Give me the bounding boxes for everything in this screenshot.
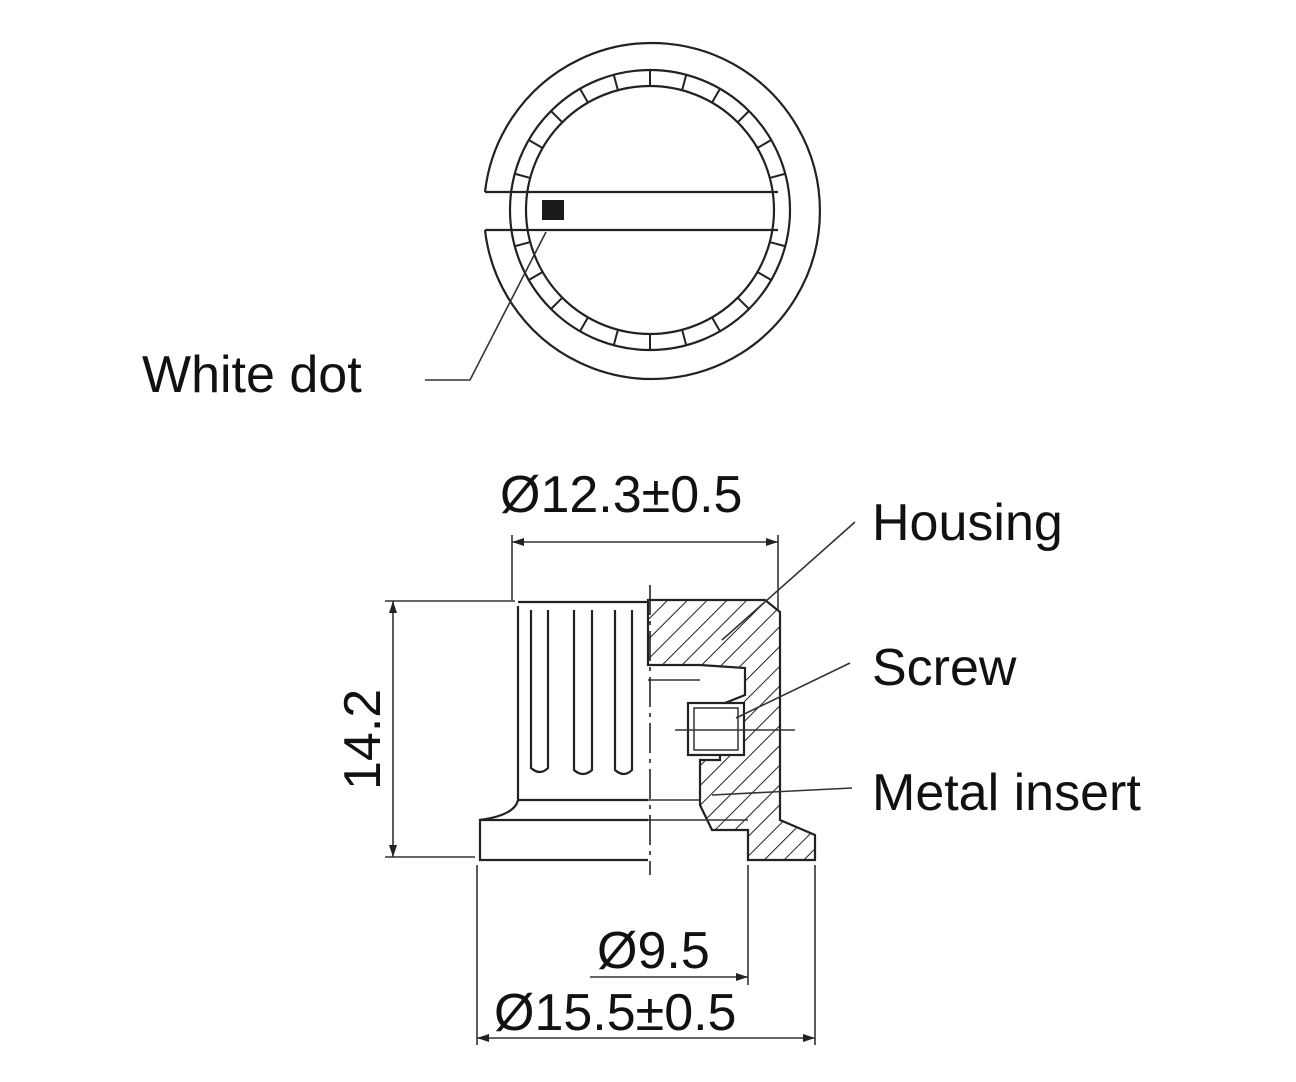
housing-label: Housing [872, 494, 1063, 552]
dim-height: 14.2 [334, 689, 392, 790]
serration-ticks [514, 70, 786, 350]
white-dot-marker [542, 200, 564, 220]
metal-insert-label: Metal insert [872, 764, 1141, 822]
screw-label: Screw [872, 639, 1017, 697]
dim-base-diameter: Ø15.5±0.5 [494, 984, 736, 1042]
side-view: Ø12.3±0.5 14.2 Ø9.5 Ø15.5±0.5 Housing Sc… [334, 466, 1141, 1045]
dim-inner-diameter: Ø9.5 [597, 922, 710, 980]
screw [686, 701, 746, 757]
top-view: White dot [142, 41, 821, 404]
white-dot-label: White dot [142, 346, 362, 404]
dim-top-diameter: Ø12.3±0.5 [500, 466, 742, 524]
